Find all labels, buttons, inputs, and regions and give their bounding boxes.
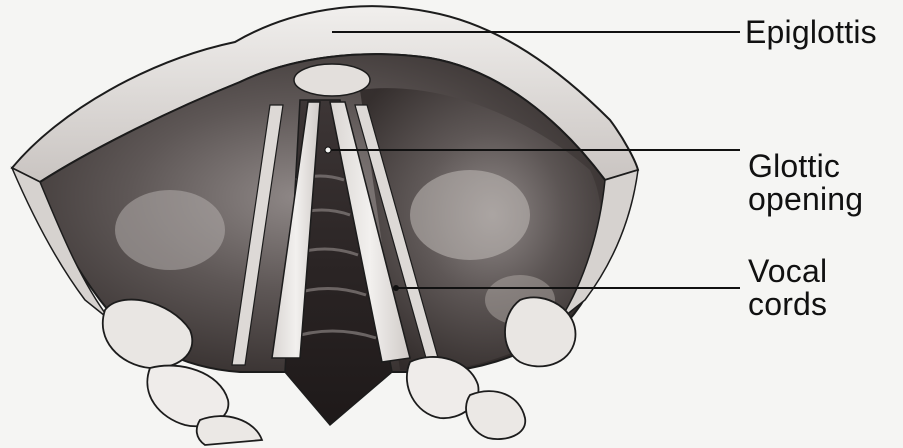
- vocal-cords-label: Vocal cords: [748, 255, 827, 321]
- tissue-patch-right: [410, 170, 530, 260]
- vocal-cords-pointer-dot: [393, 285, 399, 291]
- glottic-opening-pointer-dot: [325, 147, 331, 153]
- tissue-patch-left: [115, 190, 225, 270]
- epiglottic-tubercle: [294, 64, 370, 96]
- epiglottis-label: Epiglottis: [745, 16, 877, 49]
- glottic-opening-label: Glottic opening: [748, 150, 863, 216]
